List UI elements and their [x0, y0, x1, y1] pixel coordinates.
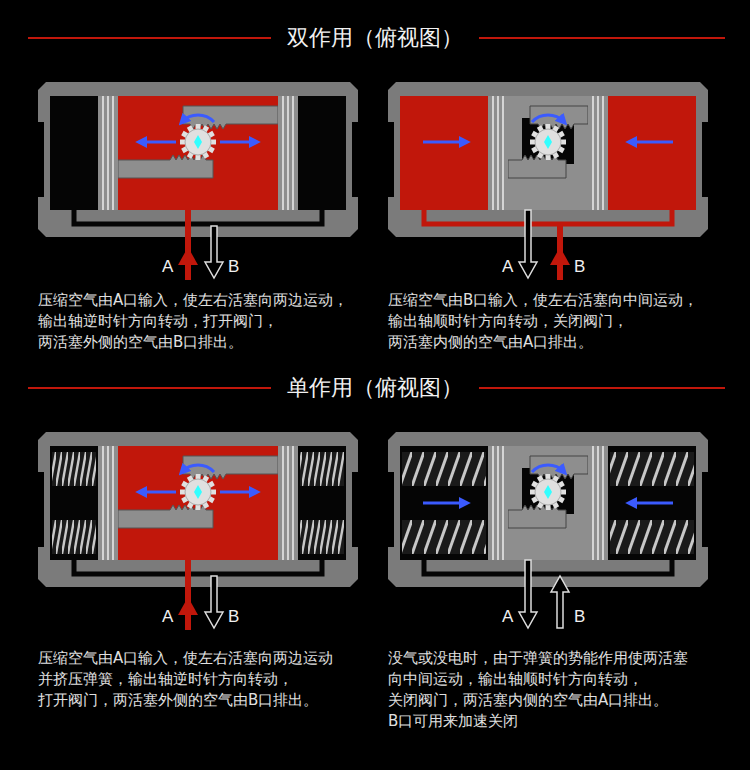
- rotation-arrow: [182, 115, 214, 122]
- port-label: A: [502, 607, 513, 627]
- spring-compressed: [52, 452, 96, 486]
- piston: [98, 446, 118, 560]
- description-text: 压缩空气由B口输入，使左右活塞向中间运动， 输出轴顺时针方向转动，关闭阀门， 两…: [388, 290, 713, 353]
- actuator-open-double: [38, 82, 358, 280]
- heading-rule: [479, 37, 725, 39]
- port-label: B: [574, 607, 585, 627]
- center-chamber: [508, 96, 588, 210]
- center-chamber: [508, 446, 588, 560]
- motion-arrow: [220, 491, 256, 494]
- pressurized-chamber: [608, 96, 696, 210]
- air-channel: [74, 560, 322, 574]
- motion-arrow: [140, 141, 176, 144]
- air-channel: [74, 210, 322, 224]
- rotation-arrow: [532, 465, 564, 472]
- actuator-housing: [38, 82, 358, 237]
- pressurized-chamber: [118, 446, 278, 560]
- spring-extended: [610, 520, 694, 554]
- pinion-gear: [530, 124, 566, 160]
- description-text: 没气或没电时，由于弹簧的势能作用使两活塞 向中间运动，输出轴顺时针方向转动， 关…: [388, 648, 713, 732]
- piston: [98, 96, 118, 210]
- spring-extended: [402, 520, 486, 554]
- air-in-port: [185, 552, 191, 630]
- motion-arrow: [630, 502, 673, 505]
- motion-arrow: [630, 141, 673, 144]
- rack: [508, 505, 566, 528]
- air-in-arrow: [178, 247, 198, 265]
- rack: [530, 106, 588, 129]
- port-label: A: [162, 607, 173, 627]
- rotation-arrow: [182, 465, 214, 472]
- pressurized-chamber: [400, 96, 488, 210]
- pressurized-chamber: [118, 96, 278, 210]
- air-channel: [424, 560, 672, 574]
- spring-extended: [402, 452, 486, 486]
- pinion-gear: [180, 124, 216, 160]
- actuator-housing: [388, 432, 708, 587]
- actuator-closed-single: [388, 432, 708, 628]
- air-out-arrow: [519, 560, 537, 628]
- piston: [488, 446, 508, 560]
- spring-compressed: [300, 520, 344, 554]
- air-in-arrow: [550, 247, 570, 265]
- air-out-arrow: [519, 210, 537, 278]
- motion-arrow: [220, 141, 256, 144]
- section-heading: 单作用（俯视图）: [287, 374, 463, 402]
- motion-arrow: [423, 502, 466, 505]
- piston: [588, 96, 608, 210]
- port-label: A: [162, 257, 173, 277]
- actuator-housing: [38, 432, 358, 587]
- pinion-gear: [180, 474, 216, 510]
- air-in-port: [185, 202, 191, 280]
- air-in-arrow: [178, 597, 198, 615]
- air-channel: [424, 210, 672, 224]
- rotation-arrow: [532, 115, 564, 122]
- heading-rule: [28, 387, 271, 389]
- piston: [278, 96, 298, 210]
- heading-rule: [479, 387, 725, 389]
- description-text: 压缩空气由A口输入，使左右活塞向两边运动， 输出轴逆时针方向转动，打开阀门， 两…: [38, 290, 363, 353]
- section-heading: 双作用（俯视图）: [287, 24, 463, 52]
- description-text: 压缩空气由A口输入，使左右活塞向两边运动 并挤压弹簧，输出轴逆时针方向转动， 打…: [38, 648, 363, 711]
- port-label: B: [228, 257, 239, 277]
- port-label: B: [574, 257, 585, 277]
- actuator-open-single: [38, 432, 358, 630]
- air-port-arrow: [551, 576, 569, 628]
- spring-compressed: [300, 452, 344, 486]
- rack: [530, 456, 588, 479]
- spring-extended: [610, 452, 694, 486]
- motion-arrow: [423, 141, 466, 144]
- port-label: A: [502, 257, 513, 277]
- piston: [488, 96, 508, 210]
- actuator-closed-double: [388, 82, 708, 280]
- heading-rule: [28, 37, 271, 39]
- rack: [508, 155, 566, 178]
- air-out-arrow: [205, 226, 223, 278]
- motion-arrow: [140, 491, 176, 494]
- piston: [278, 446, 298, 560]
- pinion-gear: [530, 474, 566, 510]
- piston: [588, 446, 608, 560]
- port-label: B: [228, 607, 239, 627]
- actuator-housing: [388, 82, 708, 237]
- air-out-arrow: [205, 576, 223, 628]
- spring-compressed: [52, 520, 96, 554]
